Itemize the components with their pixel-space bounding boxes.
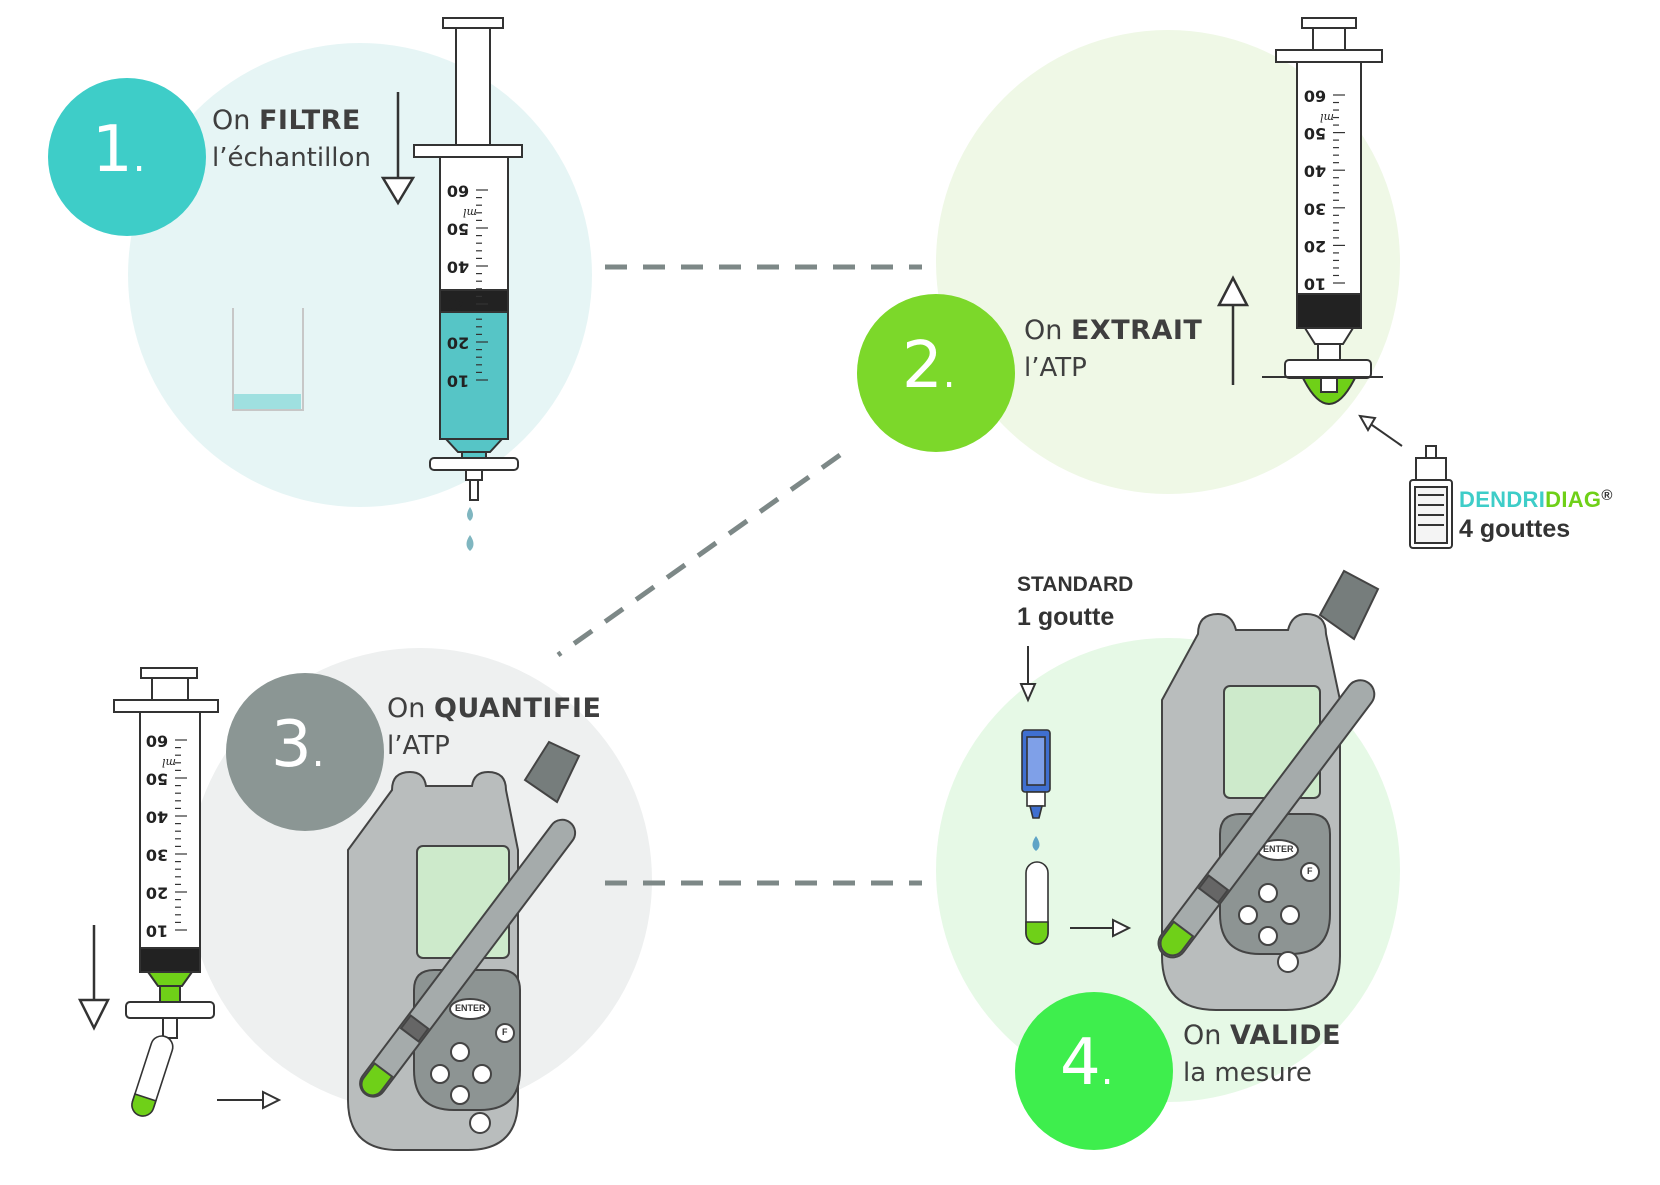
scale-label: 60 xyxy=(1304,87,1326,106)
step-4-subtitle: la mesure xyxy=(1183,1058,1312,1088)
step-1-subtitle: l’échantillon xyxy=(212,143,371,173)
meter-enter-key-label: ENTER xyxy=(455,1003,486,1013)
arrow-icon xyxy=(1070,918,1132,938)
step-2-badge xyxy=(857,294,1015,452)
arrow-icon xyxy=(1019,646,1037,703)
scale-label: 60 xyxy=(447,182,469,201)
scale-label: 30 xyxy=(1304,199,1326,218)
arrow-icon xyxy=(380,92,416,206)
atp-meter-icon xyxy=(347,740,581,1151)
syringe-icon xyxy=(413,17,523,501)
arrow-icon xyxy=(1216,275,1250,385)
step-4-title: On VALIDE xyxy=(1183,1020,1342,1051)
syringe-icon xyxy=(113,667,219,1039)
scale-label: 10 xyxy=(1304,275,1326,294)
arrow-icon xyxy=(217,1090,282,1110)
meter-f-key-label: F xyxy=(502,1027,508,1037)
step-2-title: On EXTRAIT xyxy=(1024,315,1203,346)
syringe-scale: 60 50 40 30 20 10 ml xyxy=(447,182,488,391)
arrow-icon xyxy=(1358,414,1403,447)
reagent-brand: DENDRIDIAG® xyxy=(1459,487,1613,512)
scale-label: 10 xyxy=(447,372,469,391)
syringe-icon xyxy=(1262,17,1383,405)
reagent-bottle-icon xyxy=(1409,445,1453,549)
step-3-subtitle: l’ATP xyxy=(387,731,450,761)
scale-label: 20 xyxy=(447,334,469,353)
step-1-title: On FILTRE xyxy=(212,105,361,136)
scale-unit: ml xyxy=(1320,111,1334,124)
meter-f-key-label: F xyxy=(1307,866,1313,876)
step-2-subtitle: l’ATP xyxy=(1024,353,1087,383)
scale-label: 30 xyxy=(146,846,168,865)
standard-label: STANDARD xyxy=(1017,573,1134,596)
syringe-scale: 60 50 40 30 20 10 ml xyxy=(1304,87,1345,294)
arrow-icon xyxy=(77,925,111,1031)
test-tube-icon xyxy=(1025,861,1049,945)
scale-label: 50 xyxy=(1304,124,1326,143)
connector-2-3 xyxy=(556,452,842,658)
scale-label: 50 xyxy=(447,220,469,239)
standard-drop xyxy=(1032,836,1040,851)
scale-label: 40 xyxy=(1304,162,1326,181)
step-2-number: 2. xyxy=(902,329,956,403)
scale-label: 30 xyxy=(447,296,469,315)
step-4-number: 4. xyxy=(1060,1026,1114,1100)
syringe-scale: 60 50 40 30 20 10 ml xyxy=(146,732,187,941)
step-1-badge xyxy=(48,78,206,236)
step-3-title: On QUANTIFIE xyxy=(387,693,602,724)
step-3-badge xyxy=(226,673,384,831)
scale-label: 50 xyxy=(146,770,168,789)
reagent-dose: 4 gouttes xyxy=(1459,515,1571,543)
meter-enter-key-label: ENTER xyxy=(1263,844,1294,854)
scale-label: 10 xyxy=(146,922,168,941)
step-4-badge xyxy=(1015,992,1173,1150)
dropper-bottle-icon xyxy=(1021,729,1051,819)
scale-unit: ml xyxy=(162,756,176,769)
scale-label: 40 xyxy=(447,258,469,277)
scale-label: 20 xyxy=(1304,237,1326,256)
step-3-number: 3. xyxy=(271,708,325,782)
scale-unit: ml xyxy=(463,206,477,219)
scale-label: 20 xyxy=(146,884,168,903)
step-1-number: 1. xyxy=(92,113,146,187)
scale-label: 60 xyxy=(146,732,168,751)
test-tube-icon xyxy=(131,1035,174,1117)
scale-label: 40 xyxy=(146,808,168,827)
beaker-icon xyxy=(232,308,304,411)
atp-meter-icon xyxy=(1157,569,1380,1011)
standard-dose: 1 goutte xyxy=(1017,603,1115,631)
water-drops xyxy=(466,507,474,551)
